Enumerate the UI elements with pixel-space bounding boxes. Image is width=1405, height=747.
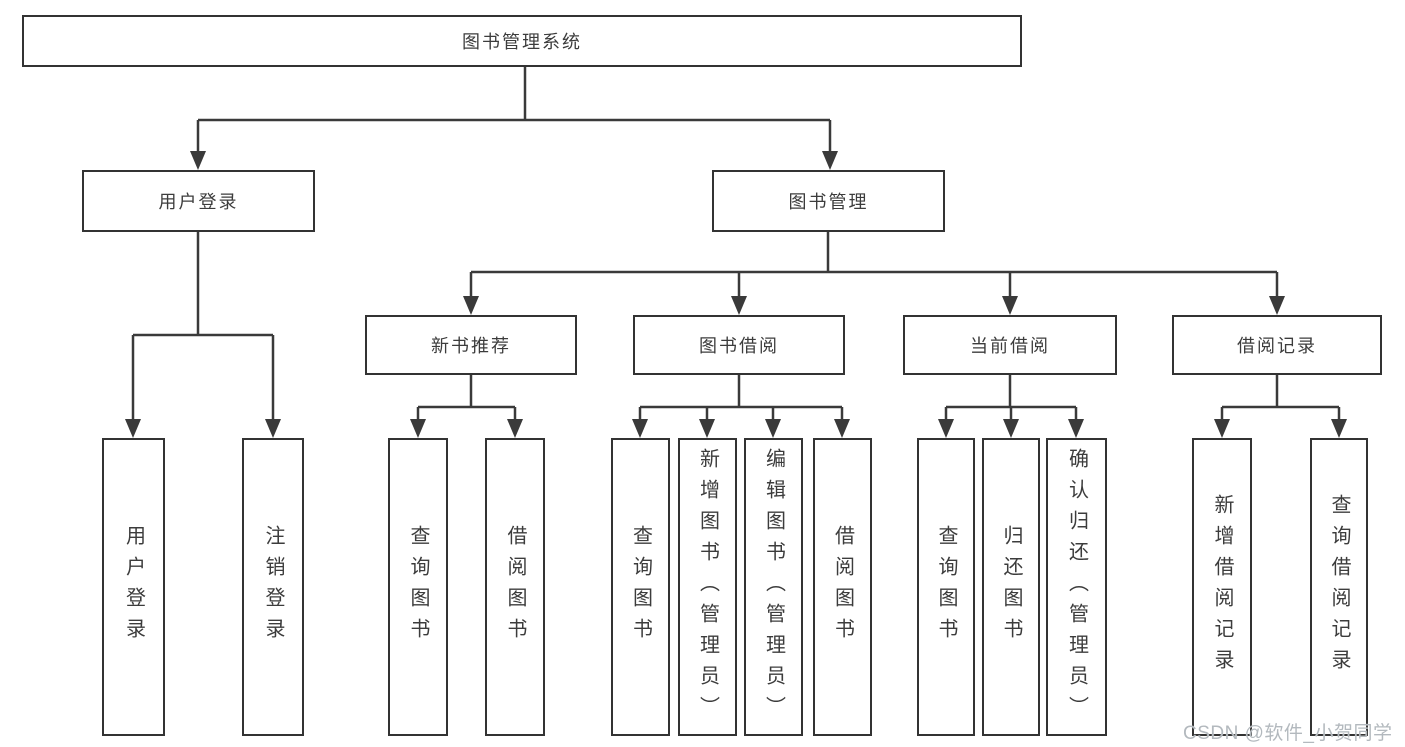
leaf-borrow-books-recommend: 借阅图书 [485, 438, 545, 736]
leaf-borrow-books: 借阅图书 [813, 438, 872, 736]
leaf-confirm-return-admin: 确认归还（管理员） [1046, 438, 1107, 736]
leaf-user-login: 用户登录 [102, 438, 165, 736]
edges-new-book [410, 375, 523, 438]
node-borrow-records: 借阅记录 [1172, 315, 1382, 375]
leaf-query-books-borrow: 查询图书 [611, 438, 670, 736]
edges-root [190, 67, 838, 170]
leaf-query-borrow-record: 查询借阅记录 [1310, 438, 1368, 736]
csdn-watermark: CSDN @软件_小贺同学 [1183, 723, 1393, 744]
leaf-return-books: 归还图书 [982, 438, 1040, 736]
leaf-add-books-admin: 新增图书（管理员） [678, 438, 737, 736]
leaf-logout: 注销登录 [242, 438, 304, 736]
edges-book-borrow [632, 375, 850, 438]
node-current-borrow: 当前借阅 [903, 315, 1117, 375]
leaf-add-borrow-record: 新增借阅记录 [1192, 438, 1252, 736]
node-book-management: 图书管理 [712, 170, 945, 232]
leaf-edit-books-admin: 编辑图书（管理员） [744, 438, 803, 736]
leaf-query-books-current: 查询图书 [917, 438, 975, 736]
node-library-system: 图书管理系统 [22, 15, 1022, 67]
edges-user-login [125, 232, 281, 438]
node-book-borrow: 图书借阅 [633, 315, 845, 375]
edges-current-borrow [938, 375, 1084, 438]
edges-book-management [463, 232, 1285, 315]
node-user-login: 用户登录 [82, 170, 315, 232]
edges-borrow-records [1214, 375, 1347, 438]
node-new-book-recommend: 新书推荐 [365, 315, 577, 375]
leaf-query-books-recommend: 查询图书 [388, 438, 448, 736]
